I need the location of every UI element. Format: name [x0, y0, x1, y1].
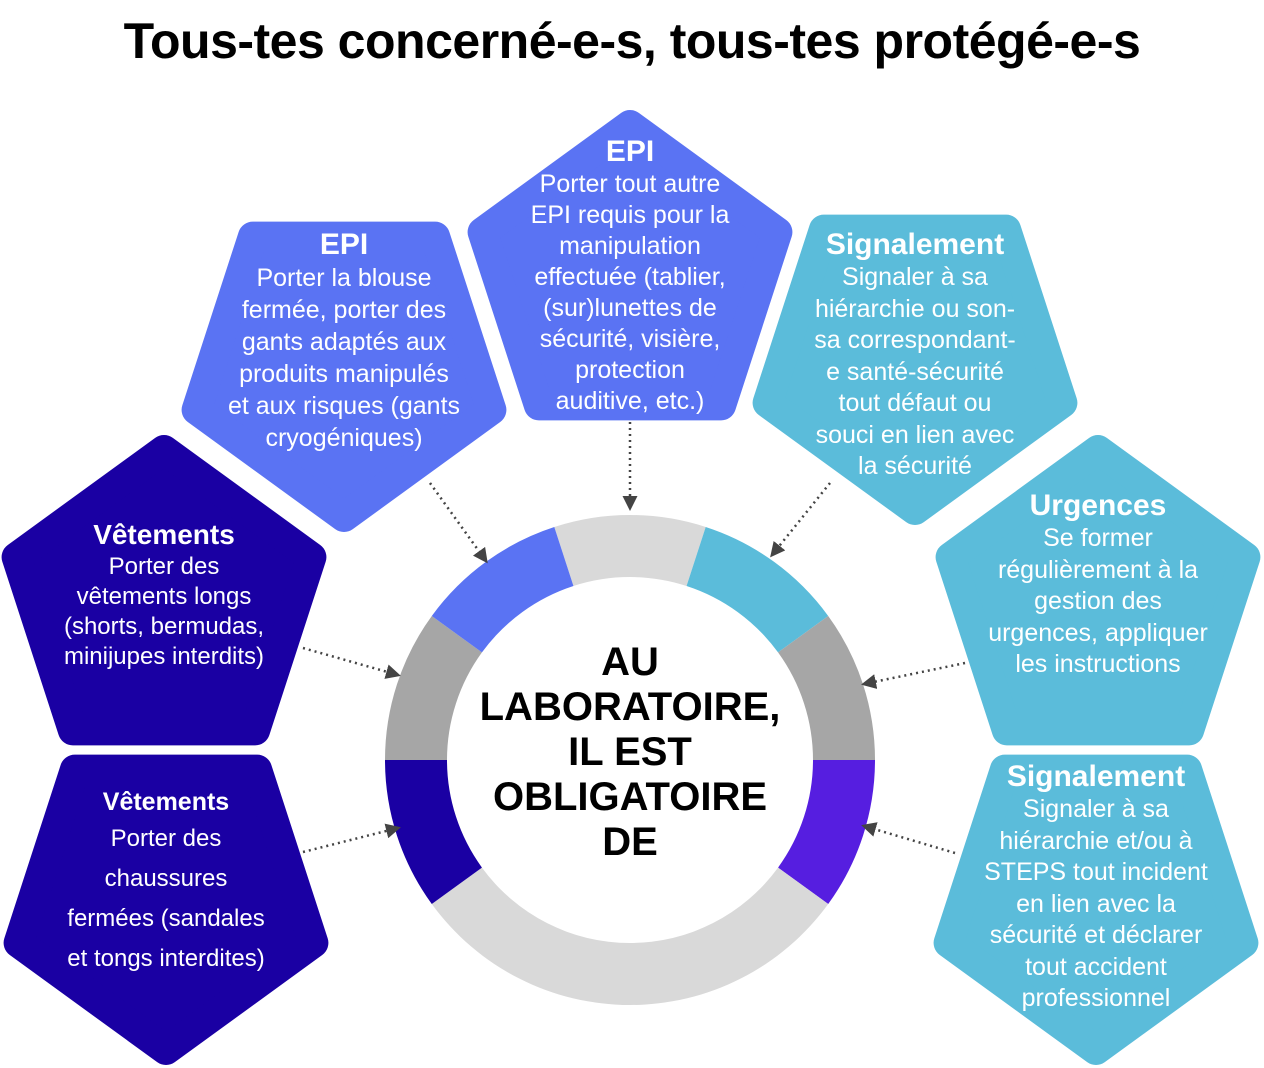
- page-title: Tous-tes concerné-e-s, tous-tes protégé-…: [123, 13, 1141, 69]
- card-text-line: manipulation: [559, 232, 701, 260]
- card-text-line: professionnel: [1021, 984, 1171, 1012]
- card-text-line: gants adaptés aux: [241, 328, 447, 356]
- epi-left-shape: [181, 221, 507, 532]
- arrow-signalement-bottom: [861, 822, 956, 855]
- card-title: EPI: [605, 135, 655, 168]
- card-text-line: et aux risques (gants: [227, 392, 461, 420]
- card-text-line: sécurité et déclarer: [989, 921, 1203, 949]
- card-title: Signalement: [1006, 760, 1186, 793]
- vetements-top-shape: [1, 435, 327, 746]
- signalement-bottom-shape: [933, 754, 1259, 1065]
- arrow-urgences: [861, 661, 966, 689]
- card-text-line: Signaler à sa: [1023, 795, 1169, 823]
- card-text-line: Porter la blouse: [256, 264, 432, 292]
- ring-segment: [385, 615, 482, 760]
- vetements-bottom-shape: [3, 754, 329, 1065]
- card-text-line: e santé-sécurité: [826, 357, 1004, 386]
- card-text-line: en lien avec la: [1016, 889, 1176, 918]
- card-text-line: cryogéniques): [265, 424, 423, 452]
- ring-segment: [431, 867, 829, 1005]
- card-text-line: Porter tout autre: [539, 170, 721, 198]
- card-text-line: vêtements longs: [76, 583, 252, 610]
- card-title: Vêtements: [93, 519, 235, 550]
- ring-segment: [778, 615, 875, 760]
- center-line: IL EST: [568, 730, 692, 774]
- center-line: AU: [601, 640, 659, 684]
- ring-segment: [554, 515, 706, 586]
- center-label: AU LABORATOIRE, IL EST OBLIGATOIRE DE: [430, 640, 830, 865]
- card-title: Signalement: [825, 228, 1005, 261]
- center-line: LABORATOIRE,: [479, 685, 781, 729]
- center-line: OBLIGATOIRE: [492, 775, 768, 819]
- card-text-line: (shorts, bermudas,: [63, 613, 265, 640]
- card-text-line: la sécurité: [858, 452, 972, 480]
- arrow-signalement-top: [770, 482, 831, 558]
- card-text-line: gestion des: [1034, 587, 1162, 615]
- card-text-line: STEPS tout incident: [984, 858, 1208, 886]
- card-text-line: produits manipulés: [239, 360, 449, 388]
- card-text-line: et tongs interdites): [67, 945, 265, 972]
- card-text-line: protection: [575, 356, 685, 384]
- card-text-line: Se former: [1043, 524, 1153, 552]
- card-text-line: les instructions: [1015, 650, 1181, 678]
- card-text-line: urgences, appliquer: [988, 618, 1208, 647]
- center-ring: [385, 515, 875, 1005]
- card-text-line: Signaler à sa: [842, 263, 988, 291]
- center-line: DE: [602, 820, 658, 864]
- card-text-line: fermées (sandales: [67, 905, 265, 932]
- card-text-line: minijupes interdits): [63, 643, 265, 670]
- card-title: Vêtements: [102, 788, 230, 816]
- card-text-line: EPI requis pour la: [530, 201, 730, 229]
- card-text-line: Porter des: [108, 553, 220, 580]
- arrow-vetements-top: [302, 646, 401, 679]
- card-text-line: tout accident: [1025, 952, 1167, 981]
- card-text-line: Porter des: [110, 825, 222, 852]
- epi-left-card: EPI Porter la blouse fermée, porter des gan…: [174, 228, 514, 454]
- signalement-top-shape: [752, 214, 1078, 525]
- card-text-line: sa correspondant-: [814, 326, 1016, 354]
- card-text-line: régulièrement à la: [997, 555, 1199, 584]
- card-title: Urgences: [1029, 489, 1167, 522]
- card-text-line: souci en lien avec: [815, 420, 1015, 449]
- arrow-vetements-bottom: [302, 823, 401, 854]
- ring-segment: [778, 760, 875, 905]
- card-text-line: effectuée (tablier,: [534, 263, 726, 291]
- card-text-line: auditive, etc.): [555, 387, 705, 415]
- ring-segment: [385, 760, 482, 905]
- ring-segment: [686, 526, 829, 653]
- card-text-line: hiérarchie ou son-: [814, 294, 1016, 323]
- epi-top-shape: [467, 110, 793, 421]
- card-text-line: tout défaut ou: [838, 389, 992, 417]
- card-text-line: fermée, porter des: [241, 296, 447, 324]
- card-text-line: sécurité, visière,: [539, 325, 721, 353]
- ring-segment: [431, 526, 574, 653]
- urgences-shape: [935, 435, 1261, 746]
- card-title: EPI: [319, 228, 369, 261]
- card-text-line: hiérarchie et/ou à: [999, 826, 1193, 855]
- card-text-line: chaussures: [104, 865, 228, 892]
- card-text-line: (sur)lunettes de: [543, 294, 717, 322]
- arrow-epi-left: [428, 482, 488, 564]
